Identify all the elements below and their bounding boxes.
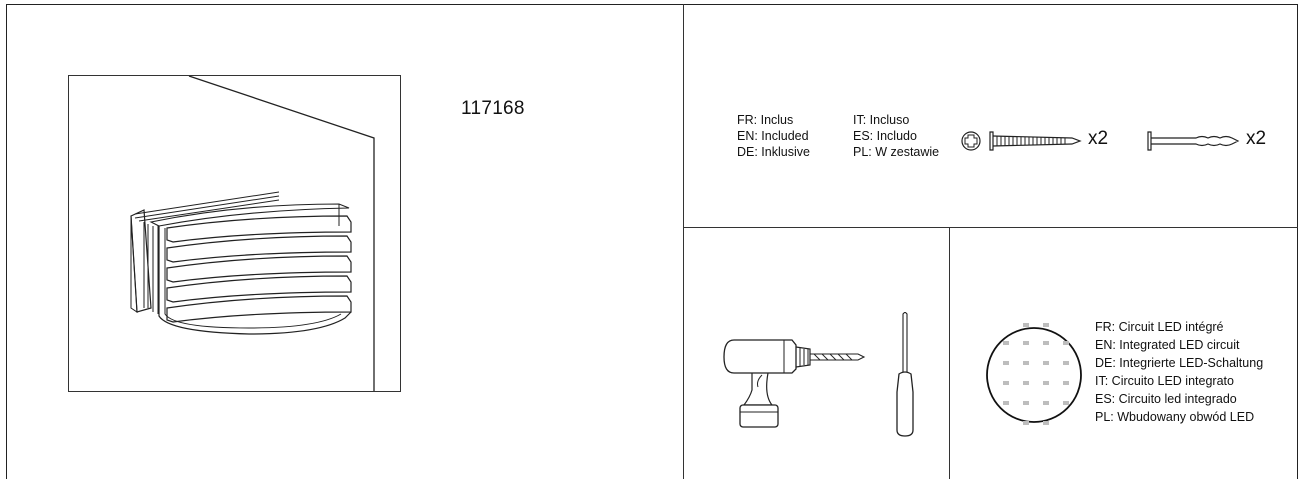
led-it: IT: Circuito LED integrato — [1095, 374, 1234, 388]
instruction-sheet — [6, 4, 1298, 479]
screw-icon — [961, 131, 1082, 151]
led-circuit-text: FR: Circuit LED intégré EN: Integrated L… — [1095, 318, 1263, 426]
product-illustration-frame — [68, 75, 401, 392]
wall-light-fixture-icon — [130, 76, 375, 391]
included-fr: FR: Inclus — [737, 113, 794, 127]
screwdriver-icon — [896, 312, 914, 437]
included-pl: PL: W zestawie — [853, 145, 940, 159]
divider-right-horizontal — [683, 227, 1298, 228]
wall-plug-icon — [1147, 131, 1240, 151]
screw-quantity: x2 — [1088, 128, 1109, 149]
led-es: ES: Circuito led integrado — [1095, 392, 1237, 406]
product-reference: 117168 — [461, 98, 525, 119]
included-es: ES: Includo — [853, 129, 917, 143]
included-en: EN: Included — [737, 129, 809, 143]
led-pl: PL: Wbudowany obwód LED — [1095, 410, 1255, 424]
led-de: DE: Integrierte LED-Schaltung — [1095, 356, 1264, 370]
divider-main-vertical — [683, 4, 684, 479]
cordless-drill-icon — [723, 339, 866, 428]
included-it: IT: Incluso — [853, 113, 910, 127]
led-circuit-icon — [986, 323, 1082, 425]
included-languages-left: FR: Inclus EN: Included DE: Inklusive — [737, 112, 810, 160]
divider-lower-vertical — [949, 227, 950, 479]
led-en: EN: Integrated LED circuit — [1095, 338, 1240, 352]
led-fr: FR: Circuit LED intégré — [1095, 320, 1224, 334]
included-de: DE: Inklusive — [737, 145, 810, 159]
wall-plug-quantity: x2 — [1246, 128, 1267, 149]
included-languages-right: IT: Incluso ES: Includo PL: W zestawie — [853, 112, 939, 160]
